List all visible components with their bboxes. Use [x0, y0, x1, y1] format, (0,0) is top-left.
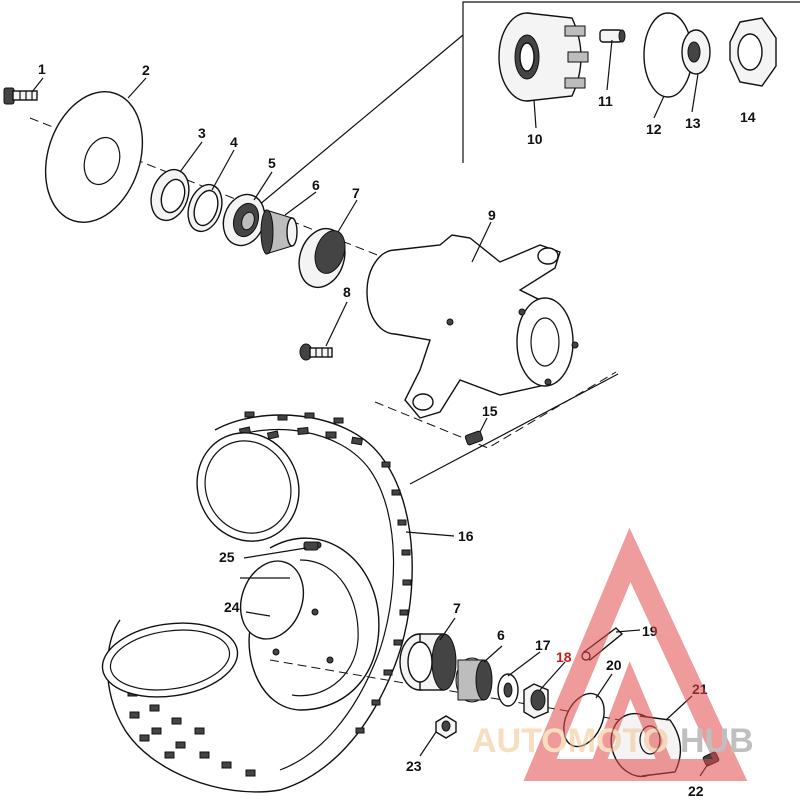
inset-detail [252, 1, 800, 211]
part-5-bearing [222, 193, 266, 247]
part-7-cup-lower [399, 633, 457, 691]
part-2-disc [44, 91, 144, 223]
part-9-knuckle [366, 234, 579, 419]
part-18-nut [523, 683, 549, 719]
callout-3: 3 [198, 125, 206, 141]
watermark-text-1: AUTOMOTO [472, 722, 669, 760]
callout-18: 18 [556, 649, 572, 665]
callout-11: 11 [598, 93, 613, 109]
callout-1: 1 [38, 61, 46, 77]
tire-bead-bottom [101, 622, 239, 698]
part-1-bolt [3, 87, 38, 105]
part-7-cup-upper [298, 227, 346, 289]
callout-2: 2 [142, 62, 150, 78]
part-24-rim [239, 537, 380, 711]
callout-17: 17 [535, 637, 551, 653]
callout-8: 8 [343, 284, 351, 300]
callout-16: 16 [458, 528, 474, 544]
part-11-pin [599, 29, 626, 43]
callout-25: 25 [219, 549, 235, 565]
callout-7-lower: 7 [453, 600, 461, 616]
callout-15: 15 [482, 403, 498, 419]
callout-13: 13 [685, 115, 701, 131]
watermark-logo-icon [523, 527, 748, 781]
callout-9: 9 [488, 207, 496, 223]
callout-10: 10 [527, 131, 543, 147]
part-17-washer [497, 673, 519, 707]
callout-6-lower: 6 [497, 627, 505, 643]
leader-lines [31, 39, 709, 777]
callout-24: 24 [224, 599, 240, 615]
part-13-washer [681, 29, 711, 75]
callout-20: 20 [606, 657, 622, 673]
callout-7-upper: 7 [352, 185, 360, 201]
part-14-nut [729, 17, 777, 87]
part-25-valve [303, 541, 319, 551]
callout-23: 23 [406, 758, 422, 774]
watermark-text-2: HUB [680, 722, 754, 760]
watermark: AUTOMOTO HUB [472, 527, 754, 781]
part-10-hub [498, 12, 589, 102]
tire-bead-top [196, 432, 300, 542]
part-23-lug-nut [435, 715, 457, 739]
part-3-seal [150, 168, 190, 222]
callout-4: 4 [230, 134, 238, 150]
callout-12: 12 [646, 121, 662, 137]
part-15-stud [464, 430, 484, 446]
part-6-cone-upper [260, 209, 298, 255]
callout-5: 5 [268, 155, 276, 171]
callout-22: 22 [688, 783, 704, 799]
part-4-ring [187, 183, 223, 233]
callout-6-upper: 6 [312, 177, 320, 193]
callout-14: 14 [740, 109, 756, 125]
part-8-bolt [299, 343, 333, 361]
part-6-cone-lower [455, 657, 493, 703]
